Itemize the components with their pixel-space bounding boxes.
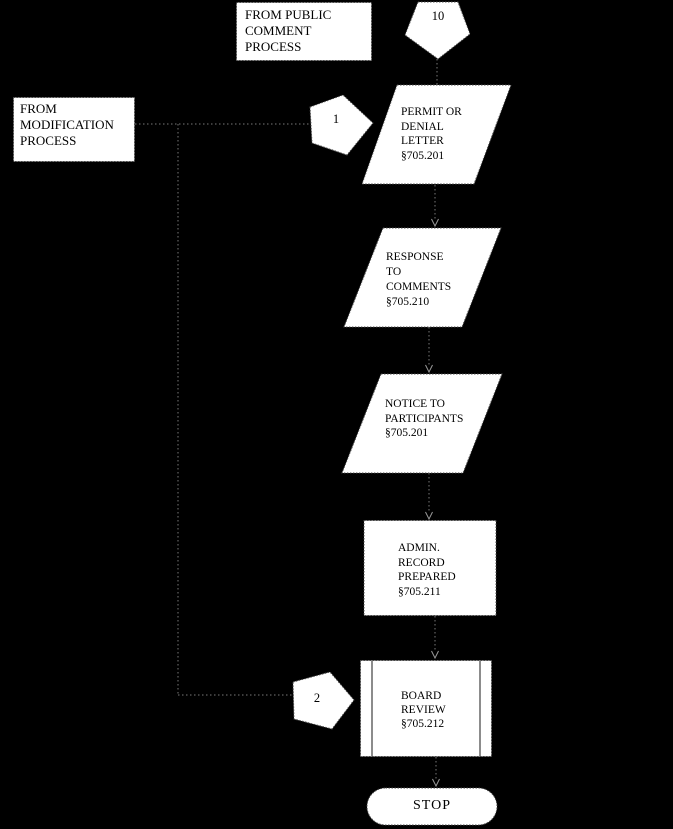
notice-to-participants-label: NOTICE TO PARTICIPANTS §705.201: [385, 398, 464, 439]
from-modification-label: FROM MODIFICATION PROCESS: [20, 101, 114, 148]
response-to-comments-shape: [343, 227, 502, 328]
board-review-label: BOARD REVIEW §705.212: [401, 690, 446, 730]
notice-to-participants-shape: [341, 373, 503, 474]
connector-10-pentagon-shape: [404, 1, 471, 60]
from-public-comment-label: FROM PUBLIC COMMENT PROCESS: [245, 7, 332, 54]
connector-1-label: 1: [332, 112, 340, 126]
arrow-admin-to-board-icon: [431, 650, 439, 660]
admin-record-prepared-label: ADMIN. RECORD PREPARED §705.211: [398, 542, 456, 598]
arrow-board-to-stop-icon: [432, 778, 440, 788]
admin-record-prepared-shape: [363, 520, 497, 616]
permit-denial-letter-shape: [361, 84, 512, 185]
arrow-response-to-notice-icon: [425, 364, 433, 374]
permit-denial-letter-label: PERMIT OR DENIAL LETTER §705.201: [401, 106, 462, 162]
arrow-permit-to-response-icon: [431, 218, 439, 228]
from-modification-shape: [13, 97, 135, 162]
arrow-notice-to-admin-icon: [425, 511, 433, 521]
from-public-comment-shape: [236, 2, 372, 61]
connector-2-label: 2: [313, 691, 321, 705]
stop-label: STOP: [413, 798, 451, 814]
board-review-shape: [360, 660, 492, 757]
connector-1-pentagon-shape: [309, 94, 374, 156]
stop-terminator-shape: [366, 787, 498, 826]
connector-2-pentagon-shape: [292, 671, 355, 730]
response-to-comments-label: RESPONSE TO COMMENTS §705.210: [386, 251, 452, 308]
connector-10-label: 10: [431, 9, 445, 23]
